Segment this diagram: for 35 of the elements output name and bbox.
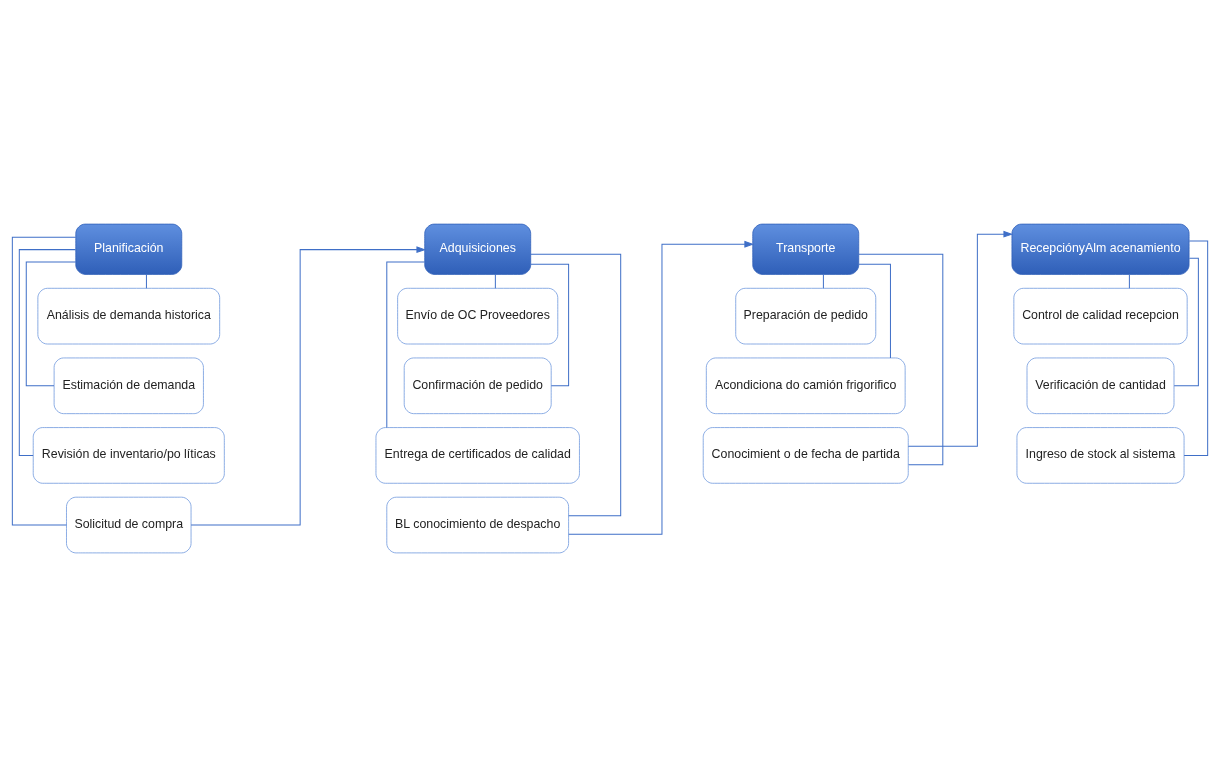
arrow bbox=[907, 230, 1014, 447]
node-box: Acondiciona do camión frigorifico bbox=[705, 357, 906, 414]
node-box: RecepciónyAlm acenamiento bbox=[1011, 223, 1190, 275]
connector bbox=[1183, 240, 1209, 456]
connector bbox=[25, 261, 77, 386]
node-box: Envío de OC Proveedores bbox=[397, 287, 559, 344]
node-box: Verificación de cantidad bbox=[1026, 357, 1175, 414]
node-box: Preparación de pedido bbox=[735, 287, 877, 344]
arrow bbox=[190, 245, 427, 526]
connector bbox=[858, 253, 944, 465]
node-box: Solicitud de compra bbox=[66, 496, 192, 553]
connector bbox=[18, 248, 77, 456]
node-box: Ingreso de stock al sistema bbox=[1016, 426, 1185, 484]
connector bbox=[1173, 257, 1199, 386]
node-box: Entrega de certificados de calidad bbox=[375, 426, 580, 484]
connector bbox=[530, 263, 570, 386]
node-box: Revisión de inventario/po líticas bbox=[32, 426, 225, 484]
connector bbox=[386, 261, 426, 428]
connector bbox=[11, 236, 77, 526]
node-box: Planificación bbox=[75, 223, 183, 275]
node-box: BL conocimiento de despacho bbox=[386, 496, 569, 553]
connector bbox=[494, 273, 496, 289]
connector bbox=[822, 273, 824, 289]
arrow bbox=[568, 240, 755, 535]
node-box: Análisis de demanda historica bbox=[37, 287, 221, 344]
node-box: Conocimient o de fecha de partida bbox=[702, 426, 909, 484]
node-box: Adquisiciones bbox=[424, 223, 532, 275]
node-box: Transporte bbox=[752, 223, 860, 275]
connector bbox=[530, 253, 622, 516]
connector bbox=[145, 273, 147, 289]
node-box: Estimación de demanda bbox=[53, 357, 204, 414]
connector bbox=[858, 263, 891, 358]
node-box: Control de calidad recepcion bbox=[1013, 287, 1188, 344]
node-box: Confirmación de pedido bbox=[403, 357, 552, 414]
connector bbox=[1128, 273, 1130, 289]
